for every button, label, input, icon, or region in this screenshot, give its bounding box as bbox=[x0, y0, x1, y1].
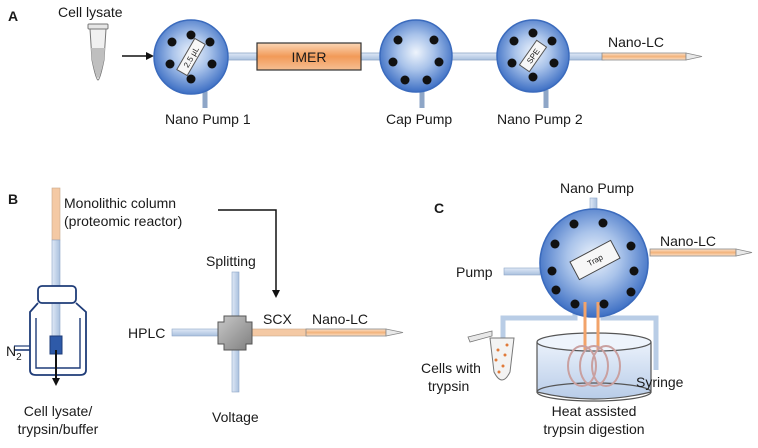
reactor-coil bbox=[567, 345, 621, 387]
monolithic-column bbox=[51, 187, 61, 241]
nano-pump-2-label: Nano Pump 2 bbox=[497, 111, 583, 127]
imer-reactor bbox=[256, 42, 362, 71]
cap-pump-label: Cap Pump bbox=[386, 111, 452, 127]
tube-v1-imer bbox=[225, 52, 259, 61]
heat-bath bbox=[536, 302, 652, 402]
nano-lc-label-a: Nano-LC bbox=[608, 34, 664, 50]
tube-v3-needle bbox=[565, 52, 605, 61]
cell-lysate-label: Cell lysate bbox=[58, 4, 123, 20]
microcentrifuge-tube-icon bbox=[87, 23, 109, 81]
cross-connector bbox=[217, 315, 253, 351]
nano-lc-needle-a bbox=[601, 52, 703, 61]
pump-tube bbox=[503, 267, 541, 276]
hplc-label: HPLC bbox=[128, 325, 165, 341]
cells-vial bbox=[467, 330, 515, 381]
hplc-tube bbox=[171, 328, 219, 337]
voltage-label: Voltage bbox=[212, 409, 259, 425]
nano-pump-1-label: Nano Pump 1 bbox=[165, 111, 251, 127]
panel-a: A Cell lysate IMER Nano-LC bbox=[8, 4, 703, 127]
trap-column: Trap bbox=[569, 239, 621, 281]
nano-pump-1-valve: 2.5 µL bbox=[153, 19, 229, 108]
panel-b-label: B bbox=[8, 191, 18, 207]
nano-lc-label-c: Nano-LC bbox=[660, 233, 716, 249]
column-to-scx-arrow bbox=[218, 209, 280, 298]
tube-v2-v3 bbox=[449, 52, 501, 61]
output-label-line2: trypsin/buffer bbox=[18, 421, 99, 437]
heat-label-line1: Heat assisted bbox=[552, 403, 637, 419]
column-label-line1: Monolithic column bbox=[64, 195, 176, 211]
panel-c-label: C bbox=[434, 200, 444, 216]
cap-pump-valve bbox=[379, 19, 453, 108]
panel-a-label: A bbox=[8, 8, 18, 24]
imer-label: IMER bbox=[292, 49, 327, 65]
syringe-label: Syringe bbox=[636, 374, 684, 390]
panel-c: C Nano Pump Pump Nano-LC Trap bbox=[421, 180, 753, 437]
nano-pump-label: Nano Pump bbox=[560, 180, 634, 196]
output-label-line1: Cell lysate/ bbox=[24, 403, 93, 419]
n2-label: N2 bbox=[6, 343, 22, 363]
nano-lc-label-b: Nano-LC bbox=[312, 311, 368, 327]
heat-label-line2: trypsin digestion bbox=[543, 421, 644, 437]
pump-label: Pump bbox=[456, 264, 493, 280]
splitting-tube bbox=[231, 271, 240, 319]
scx-label: SCX bbox=[263, 311, 292, 327]
nano-lc-needle-c bbox=[649, 248, 753, 257]
nano-lc-needle-b bbox=[305, 328, 404, 337]
pressure-bottle bbox=[14, 285, 87, 376]
cells-label-line2: trypsin bbox=[428, 378, 469, 394]
voltage-tube bbox=[231, 347, 240, 393]
nano-pump-2-valve: SPE bbox=[496, 19, 570, 108]
splitting-label: Splitting bbox=[206, 253, 256, 269]
column-label-line2: (proteomic reactor) bbox=[64, 213, 182, 229]
cells-label-line1: Cells with bbox=[421, 360, 481, 376]
scx-column bbox=[251, 328, 309, 337]
panel-b: B Monolithic column (proteomic reactor) … bbox=[6, 187, 404, 437]
trap-valve: Trap bbox=[539, 208, 649, 318]
